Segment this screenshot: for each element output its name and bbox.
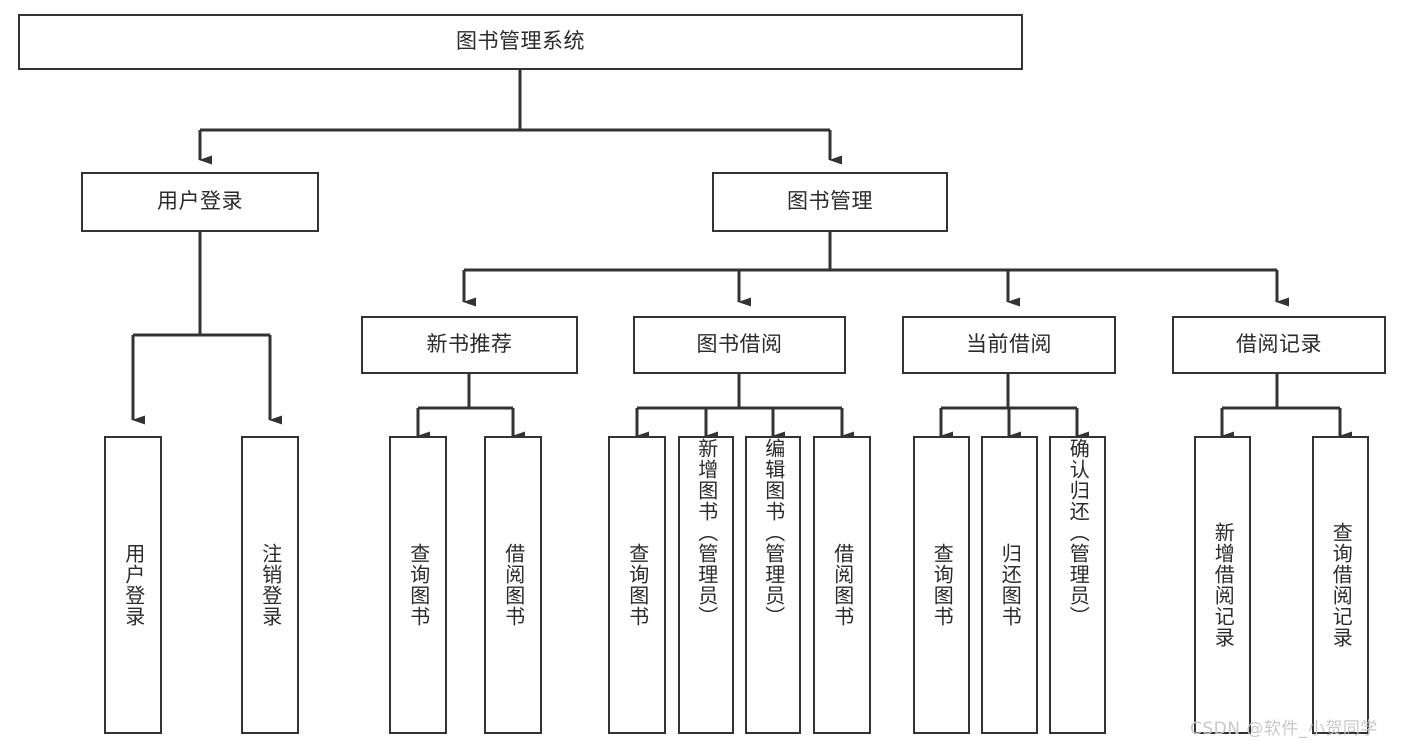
node-root[interactable]: 图书管理系统 (18, 14, 1023, 70)
leaf-logout[interactable]: 注销登录 (241, 436, 299, 734)
leaf-logout-label: 注销登录 (258, 543, 283, 627)
leaf-query-book-recommend[interactable]: 查询图书 (389, 436, 447, 734)
leaf-return-book-label: 归还图书 (998, 543, 1023, 627)
leaf-query-book-borrow-label: 查询图书 (625, 543, 650, 627)
node-book-borrow[interactable]: 图书借阅 (633, 316, 846, 374)
node-new-book-recommend-label: 新书推荐 (426, 332, 513, 357)
leaf-query-borrow-record-label: 查询借阅记录 (1329, 522, 1354, 648)
node-book-management[interactable]: 图书管理 (712, 172, 948, 232)
leaf-borrow-book-recommend-label: 借阅图书 (501, 543, 526, 627)
node-current-borrow[interactable]: 当前借阅 (902, 316, 1116, 374)
csdn-watermark: CSDN @软件_小贺同学 (1190, 719, 1378, 739)
node-borrow-record-label: 借阅记录 (1236, 332, 1322, 357)
leaf-user-login-label: 用户登录 (121, 543, 146, 627)
leaf-query-book-recommend-label: 查询图书 (406, 543, 431, 627)
node-new-book-recommend[interactable]: 新书推荐 (361, 316, 578, 374)
node-root-label: 图书管理系统 (456, 29, 585, 54)
leaf-add-book-admin-label: 新增图书（管理员） (694, 438, 719, 627)
leaf-query-book-current-label: 查询图书 (930, 543, 955, 627)
leaf-edit-book-admin-label: 编辑图书（管理员） (761, 438, 786, 627)
leaf-add-book-admin[interactable]: 新增图书（管理员） (678, 436, 734, 734)
leaf-borrow-book-recommend[interactable]: 借阅图书 (484, 436, 542, 734)
node-borrow-record[interactable]: 借阅记录 (1172, 316, 1386, 374)
leaf-query-book-current[interactable]: 查询图书 (913, 436, 970, 734)
leaf-query-borrow-record[interactable]: 查询借阅记录 (1312, 436, 1369, 734)
leaf-return-book[interactable]: 归还图书 (981, 436, 1038, 734)
leaf-add-borrow-record[interactable]: 新增借阅记录 (1194, 436, 1251, 734)
leaf-user-login[interactable]: 用户登录 (104, 436, 162, 734)
node-book-borrow-label: 图书借阅 (696, 332, 783, 357)
leaf-query-book-borrow[interactable]: 查询图书 (608, 436, 666, 734)
node-user-login-label: 用户登录 (157, 189, 243, 214)
node-book-management-label: 图书管理 (787, 189, 873, 214)
leaf-confirm-return-admin[interactable]: 确认归还（管理员） (1049, 436, 1106, 734)
leaf-borrow-book[interactable]: 借阅图书 (813, 436, 871, 734)
leaf-confirm-return-admin-label: 确认归还（管理员） (1066, 438, 1091, 627)
leaf-borrow-book-label: 借阅图书 (830, 543, 855, 627)
leaf-add-borrow-record-label: 新增借阅记录 (1211, 522, 1236, 648)
node-user-login[interactable]: 用户登录 (81, 172, 319, 232)
leaf-edit-book-admin[interactable]: 编辑图书（管理员） (745, 436, 801, 734)
node-current-borrow-label: 当前借阅 (966, 332, 1052, 357)
